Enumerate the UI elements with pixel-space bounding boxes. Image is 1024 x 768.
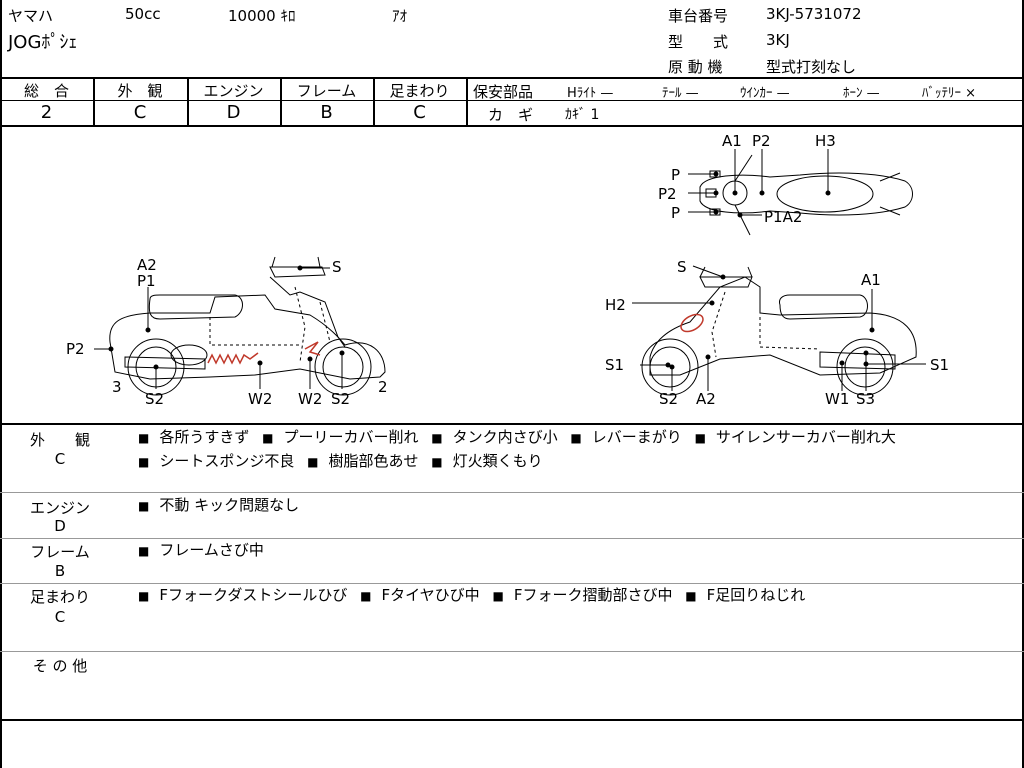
safety-label: 保安部品 <box>473 83 534 101</box>
diagram-label: P2 <box>752 132 771 150</box>
diagram-label: H3 <box>815 132 836 150</box>
issue-item: プーリーカバー削れ <box>262 426 418 450</box>
issue-item: タンク内さび小 <box>431 426 558 450</box>
type-value: 3KJ <box>766 31 790 49</box>
frame-no-value: 3KJ-5731072 <box>766 5 862 23</box>
issue-item: フレームさび中 <box>138 539 264 563</box>
diagram-label: W2 <box>248 390 273 408</box>
key-value: ｶｷﾞ 1 <box>565 107 600 123</box>
diagram-label: A2 <box>696 390 716 408</box>
type-label: 型 式 <box>668 33 729 51</box>
suspension-issues: Fフォークダストシールひび Fタイヤひび中 Fフォーク摺動部さび中 F足回りねじ… <box>138 584 1018 608</box>
diagram-label: A2 <box>137 256 157 274</box>
safety-horn: ﾎｰﾝ — <box>843 86 880 101</box>
maker: ヤマハ <box>8 7 54 25</box>
exterior-section-title: 外 観 <box>29 431 90 449</box>
diagram-label: P <box>671 204 681 222</box>
frame-no-label: 車台番号 <box>668 7 729 25</box>
model-name: JOGﾎﾟｼｪ <box>8 32 78 53</box>
frame-grade: B <box>320 102 333 123</box>
engine-issues: 不動 キック問題なし <box>138 494 1018 518</box>
diagram-label: S2 <box>659 390 679 408</box>
engine-grade-label: エンジン <box>203 82 264 100</box>
issue-item: レバーまがり <box>570 426 682 450</box>
diagram-label: P <box>671 166 681 184</box>
issue-item: サイレンサーカバー削れ大 <box>695 426 896 450</box>
diagram-label: S <box>677 258 687 276</box>
issue-item: Fタイヤひび中 <box>360 584 480 608</box>
issue-item: Fフォーク摺動部さび中 <box>492 584 673 608</box>
exterior-label: 外 観 <box>117 82 163 100</box>
issue-item: 樹脂部色あせ <box>307 450 418 474</box>
diagram-label: W1 <box>825 390 850 408</box>
exterior-section-grade: C <box>54 450 66 468</box>
exterior-issues: 各所うすきず プーリーカバー削れ タンク内さび小 レバーまがり サイレンサーカバ… <box>138 426 1018 474</box>
engine-grade: D <box>226 102 241 123</box>
frame-issues: フレームさび中 <box>138 539 1018 563</box>
issue-item: 不動 キック問題なし <box>138 494 299 518</box>
engine-section-grade: D <box>54 517 66 535</box>
safety-headlight: Hﾗｲﾄ — <box>567 86 614 101</box>
diagram-label: 3 <box>112 378 122 396</box>
diagram-label: W2 <box>298 390 323 408</box>
suspension-section-title: 足まわり <box>29 588 90 606</box>
issue-item: 各所うすきず <box>138 426 249 450</box>
issue-item: シートスポンジ不良 <box>138 450 294 474</box>
divider <box>0 77 1024 79</box>
exterior-grade: C <box>133 102 147 123</box>
diagram-label: S1 <box>605 356 625 374</box>
engine-label: 原 動 機 <box>668 58 723 76</box>
issue-item: F足回りねじれ <box>685 584 806 608</box>
suspension-grade: C <box>413 102 426 123</box>
diagram-label: S2 <box>145 390 165 408</box>
frame-grade-label: フレーム <box>296 82 357 100</box>
scooter-left-view <box>94 256 386 396</box>
safety-tail: ﾃｰﾙ — <box>662 86 699 101</box>
overall-grade: 2 <box>40 102 53 123</box>
scooter-top-view <box>688 149 913 236</box>
mileage: 10000 ｷﾛ <box>228 7 296 25</box>
diagram-label: S3 <box>856 390 876 408</box>
safety-battery: ﾊﾞｯﾃﾘｰ × <box>922 86 977 101</box>
diagram-label: A1 <box>861 271 881 289</box>
frame-section-grade: B <box>54 562 66 580</box>
diagram-label: P1 <box>137 272 156 290</box>
diagram-label: S2 <box>331 390 351 408</box>
other-section-title: そ の 他 <box>32 657 88 675</box>
suspension-section-grade: C <box>54 608 66 626</box>
diagram-label: A1 <box>722 132 742 150</box>
diagram-label: P2 <box>658 185 677 203</box>
diagram-label: S1 <box>930 356 950 374</box>
diagram-label: S <box>332 258 342 276</box>
engine-section-title: エンジン <box>29 499 90 517</box>
displacement: 50cc <box>125 5 161 23</box>
safety-winker: ｳｲﾝｶｰ — <box>740 86 790 101</box>
diagram-label: P1A2 <box>764 208 803 226</box>
key-label: カ ギ <box>488 106 534 124</box>
diagram-label: P2 <box>66 340 85 358</box>
engine-value: 型式打刻なし <box>766 58 857 76</box>
overall-label: 総 合 <box>23 82 69 100</box>
diagram-label: H2 <box>605 296 626 314</box>
issue-item: 灯火類くもり <box>431 450 543 474</box>
suspension-grade-label: 足まわり <box>389 82 450 100</box>
frame-section-title: フレーム <box>30 543 90 561</box>
diagram-label: 2 <box>378 378 388 396</box>
issue-item: Fフォークダストシールひび <box>138 584 347 608</box>
damage-diagram <box>94 149 926 396</box>
scooter-right-view <box>632 265 926 396</box>
color: ｱｵ <box>392 7 408 25</box>
